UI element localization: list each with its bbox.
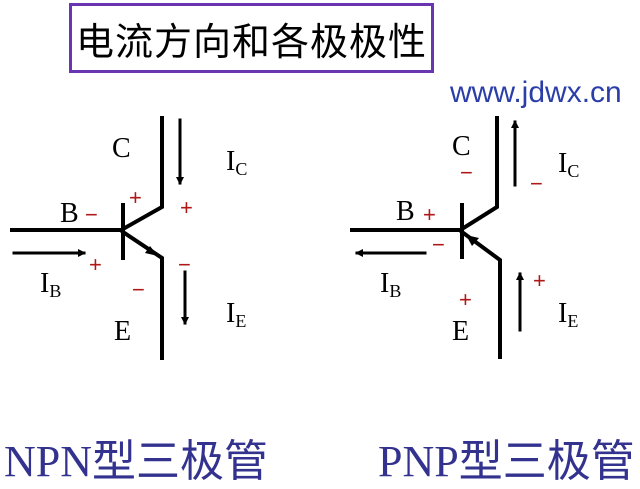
npn-sign-emitter-outer: −: [178, 252, 191, 277]
watermark: www.jdwx.cn: [450, 76, 622, 109]
pnp-caption: PNP型三极管: [378, 437, 635, 486]
pnp-sign-collector-outer: −: [530, 171, 543, 196]
pnp-base-label: B: [396, 196, 415, 227]
pnp-ib-label: IB: [380, 268, 401, 301]
npn-caption: NPN型三极管: [4, 437, 269, 486]
pnp-sign-emitter-inner: +: [459, 287, 472, 312]
npn-collector-lead: [120, 116, 164, 232]
npn-emitter-lead: [120, 229, 164, 360]
npn-sign-base-top: −: [85, 202, 98, 227]
npn-sign-base-bottom: +: [89, 252, 102, 277]
npn-base-label: B: [60, 198, 79, 229]
npn-ic-label: IC: [226, 146, 247, 179]
page-title: 电流方向和各极极性: [75, 19, 427, 64]
npn-emitter-arrowhead: [145, 246, 158, 256]
pnp-emitter-label: E: [452, 316, 469, 347]
npn-sign-collector-outer: +: [180, 195, 193, 220]
npn-ie-label: IE: [226, 298, 246, 331]
pnp-sign-base-top: +: [423, 202, 436, 227]
pnp-collector-label: C: [452, 131, 471, 162]
npn-sign-emitter-inner: −: [132, 277, 145, 302]
pnp-collector-lead: [459, 116, 499, 232]
npn-collector-label: C: [112, 133, 131, 164]
npn-emitter-label: E: [114, 316, 131, 347]
title-box: 电流方向和各极极性: [69, 3, 434, 73]
npn-sign-collector-inner: +: [129, 185, 142, 210]
npn-ib-label: IB: [40, 268, 61, 301]
pnp-ic-label: IC: [558, 148, 579, 181]
pnp-sign-collector-inner: −: [460, 160, 473, 185]
pnp-sign-emitter-outer: +: [533, 268, 546, 293]
pnp-emitter-arrowhead: [466, 235, 479, 246]
pnp-ie-label: IE: [558, 298, 578, 331]
pnp-sign-base-bottom: −: [432, 232, 445, 257]
